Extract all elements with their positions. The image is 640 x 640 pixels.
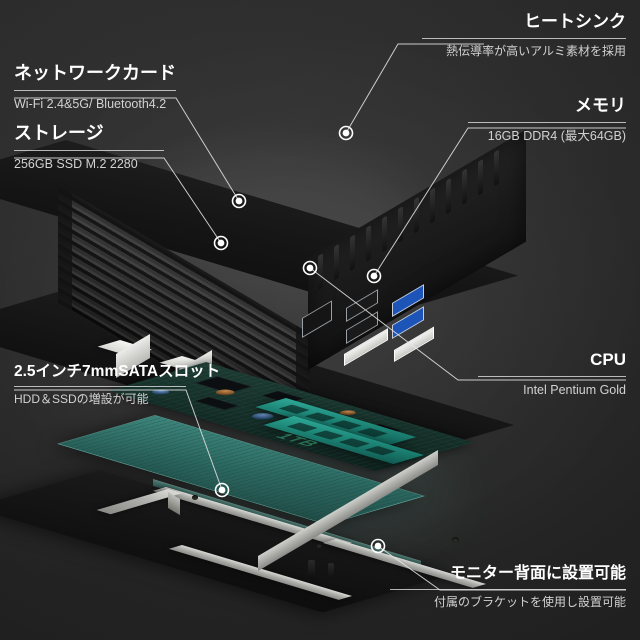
bracket-screw-hole-1 xyxy=(192,495,198,500)
callout-heatsink-subtitle: 熱伝導率が高いアルミ素材を採用 xyxy=(446,43,626,58)
callout-cpu-title: CPU xyxy=(590,350,626,369)
callout-memory-subtitle: 16GB DDR4 (最大64GB) xyxy=(487,128,626,143)
callout-heatsink: ヒートシンク 熱伝導率が高いアルミ素材を採用 xyxy=(356,12,626,59)
callout-monitor-mount-rule xyxy=(390,589,626,591)
callout-network-card-title: ネットワークカード xyxy=(14,63,176,83)
callout-sata-slot-rule xyxy=(14,385,186,387)
bracket-standoff-2 xyxy=(328,563,334,577)
callout-cpu-rule xyxy=(478,375,626,377)
callout-cpu-subtitle: Intel Pentium Gold xyxy=(523,382,626,397)
callout-heatsink-title: ヒートシンク xyxy=(524,12,626,31)
callout-monitor-mount-title: モニター背面に設置可能 xyxy=(449,565,626,582)
bracket-screw-hole-2 xyxy=(316,543,322,548)
callout-sata-slot-subtitle: HDD＆SSDの増設が可能 xyxy=(14,391,149,406)
callout-storage: ストレージ 256GB SSD M.2 2280 xyxy=(14,123,314,172)
bracket-standoff-1 xyxy=(308,560,315,576)
callout-monitor-mount: モニター背面に設置可能 付属のブラケットを使用し設置可能 xyxy=(346,565,626,611)
callout-network-card-rule xyxy=(14,89,176,91)
callout-monitor-mount-subtitle: 付属のブラケットを使用し設置可能 xyxy=(433,595,626,610)
callout-memory-rule xyxy=(468,121,626,123)
callout-cpu: CPU Intel Pentium Gold xyxy=(396,350,626,398)
io-panel xyxy=(308,129,526,370)
callout-memory: メモリ 16GB DDR4 (最大64GB) xyxy=(376,96,626,144)
callout-sata-slot: 2.5インチ7mmSATAスロット HDD＆SSDの増設が可能 xyxy=(14,363,344,407)
callout-memory-title: メモリ xyxy=(575,96,626,115)
callout-network-card: ネットワークカード Wi-Fi 2.4&5G/ Bluetooth4.2 xyxy=(14,63,314,112)
callout-network-card-subtitle: Wi-Fi 2.4&5G/ Bluetooth4.2 xyxy=(14,96,167,111)
callout-storage-subtitle: 256GB SSD M.2 2280 xyxy=(14,156,138,171)
callout-sata-slot-title: 2.5インチ7mmSATAスロット xyxy=(14,363,221,380)
callout-heatsink-rule xyxy=(422,37,626,39)
chassis xyxy=(0,129,548,472)
callout-storage-rule xyxy=(14,149,164,151)
callout-storage-title: ストレージ xyxy=(14,123,104,143)
bracket-screw-hole-3 xyxy=(452,537,459,543)
